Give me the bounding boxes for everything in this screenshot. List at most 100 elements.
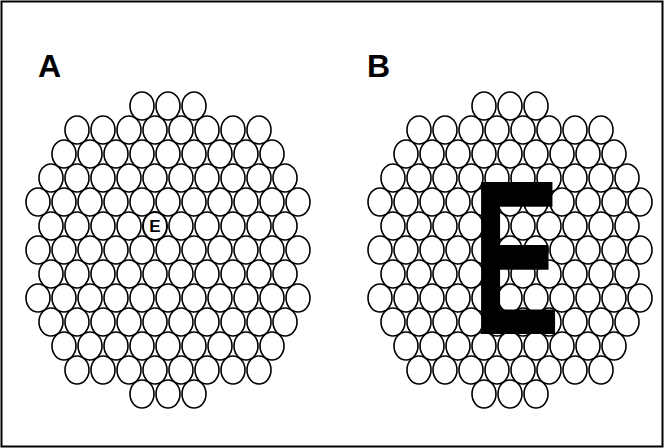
receptor-cell bbox=[104, 188, 128, 216]
receptor-cell bbox=[433, 164, 457, 192]
receptor-cell bbox=[260, 188, 284, 216]
receptor-cell bbox=[628, 236, 652, 264]
receptor-cell bbox=[498, 380, 522, 408]
receptor-cell bbox=[260, 140, 284, 168]
receptor-cell bbox=[576, 188, 600, 216]
receptor-cell bbox=[117, 116, 141, 144]
receptor-cell bbox=[247, 260, 271, 288]
receptor-cell bbox=[446, 332, 470, 360]
receptor-cell bbox=[407, 308, 431, 336]
receptor-cell: E bbox=[142, 211, 168, 241]
receptor-cell bbox=[208, 332, 232, 360]
receptor-cell bbox=[247, 356, 271, 384]
receptor-cell bbox=[589, 116, 613, 144]
receptor-cell bbox=[195, 212, 219, 240]
receptor-cell bbox=[208, 140, 232, 168]
receptor-cell bbox=[65, 116, 89, 144]
receptor-cell bbox=[52, 332, 76, 360]
receptor-cell bbox=[117, 212, 141, 240]
receptor-cell bbox=[576, 284, 600, 312]
receptor-cell bbox=[563, 260, 587, 288]
receptor-cell bbox=[182, 140, 206, 168]
receptor-cell bbox=[65, 212, 89, 240]
receptor-cell bbox=[446, 236, 470, 264]
receptor-cell bbox=[273, 212, 297, 240]
receptor-cell bbox=[182, 236, 206, 264]
receptor-cell bbox=[273, 164, 297, 192]
receptor-cell bbox=[65, 356, 89, 384]
receptor-cell bbox=[221, 308, 245, 336]
receptor-cell bbox=[169, 212, 193, 240]
receptor-cell bbox=[472, 92, 496, 120]
receptor-cell bbox=[420, 188, 444, 216]
receptor-cell bbox=[286, 284, 310, 312]
receptor-cell bbox=[589, 260, 613, 288]
receptor-cell bbox=[368, 188, 392, 216]
receptor-cell bbox=[420, 140, 444, 168]
receptor-cell bbox=[433, 308, 457, 336]
receptor-cell bbox=[182, 332, 206, 360]
receptor-cell bbox=[52, 284, 76, 312]
receptor-cell bbox=[576, 140, 600, 168]
receptor-cell bbox=[524, 380, 548, 408]
receptor-cell bbox=[615, 164, 639, 192]
receptor-cell bbox=[78, 332, 102, 360]
receptor-cell bbox=[368, 236, 392, 264]
receptor-cell bbox=[117, 356, 141, 384]
receptor-cell bbox=[576, 332, 600, 360]
receptor-cell bbox=[234, 284, 258, 312]
receptor-cell bbox=[615, 308, 639, 336]
receptor-cell bbox=[247, 164, 271, 192]
letter-label: E bbox=[149, 218, 160, 235]
receptor-cell bbox=[169, 164, 193, 192]
receptor-cell bbox=[273, 260, 297, 288]
receptor-cell bbox=[39, 164, 63, 192]
receptor-cell bbox=[26, 188, 50, 216]
receptor-cell bbox=[433, 212, 457, 240]
receptor-cell bbox=[195, 356, 219, 384]
receptor-cell bbox=[433, 260, 457, 288]
receptor-cell bbox=[589, 212, 613, 240]
receptor-cell bbox=[234, 140, 258, 168]
receptor-cell bbox=[39, 308, 63, 336]
receptor-cell bbox=[117, 308, 141, 336]
receptor-cell bbox=[130, 140, 154, 168]
receptor-cell bbox=[104, 284, 128, 312]
receptor-cell bbox=[394, 236, 418, 264]
receptor-cell bbox=[143, 260, 167, 288]
receptor-cell bbox=[563, 116, 587, 144]
test-letter: E bbox=[472, 148, 560, 368]
receptor-cell bbox=[472, 380, 496, 408]
receptor-cell bbox=[39, 260, 63, 288]
receptor-cell bbox=[78, 284, 102, 312]
receptor-cell bbox=[104, 140, 128, 168]
receptor-cell bbox=[52, 140, 76, 168]
receptor-cell bbox=[143, 164, 167, 192]
receptor-cell bbox=[273, 308, 297, 336]
receptor-cell bbox=[169, 116, 193, 144]
receptor-cell bbox=[563, 212, 587, 240]
receptor-cell bbox=[260, 284, 284, 312]
receptor-cell bbox=[433, 116, 457, 144]
receptor-cell bbox=[221, 212, 245, 240]
receptor-cell bbox=[446, 188, 470, 216]
receptor-cell bbox=[420, 332, 444, 360]
receptor-cell bbox=[524, 92, 548, 120]
receptor-cell bbox=[130, 92, 154, 120]
receptor-cell bbox=[234, 188, 258, 216]
receptor-cell bbox=[602, 236, 626, 264]
receptor-cell bbox=[234, 236, 258, 264]
receptor-cell bbox=[221, 164, 245, 192]
receptor-cell bbox=[394, 332, 418, 360]
receptor-cell bbox=[130, 380, 154, 408]
receptor-cell bbox=[65, 164, 89, 192]
receptor-cell bbox=[156, 236, 180, 264]
receptor-cell bbox=[485, 116, 509, 144]
receptor-cell bbox=[91, 212, 115, 240]
receptor-cell bbox=[195, 164, 219, 192]
receptor-cell bbox=[563, 164, 587, 192]
receptor-cell bbox=[26, 236, 50, 264]
receptor-cell bbox=[78, 188, 102, 216]
receptor-cell bbox=[602, 332, 626, 360]
